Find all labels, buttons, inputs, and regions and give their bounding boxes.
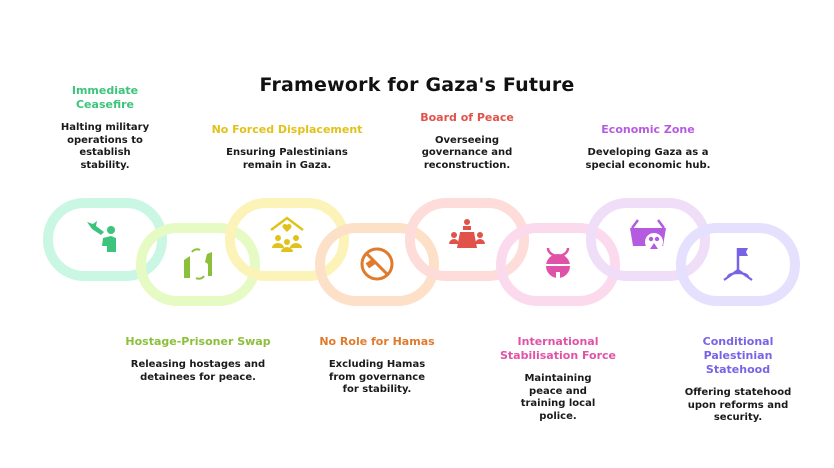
dove-hand-icon xyxy=(87,221,116,252)
chain-link xyxy=(496,223,620,306)
chain-link xyxy=(676,223,800,306)
item-title: No Forced Displacement xyxy=(211,123,363,136)
item-title: Immediate Ceasefire xyxy=(71,84,139,111)
diagram-title: Framework for Gaza's Future xyxy=(259,74,575,96)
chain-link xyxy=(315,223,439,306)
item-description: Overseeing governance and reconstruction… xyxy=(421,134,513,171)
item-title: International Stabilisation Force xyxy=(499,335,617,362)
flag-icon xyxy=(723,248,753,281)
item-title: Board of Peace xyxy=(420,110,514,124)
exchange-faces-icon xyxy=(184,248,212,280)
no-gavel-icon xyxy=(360,247,394,281)
item-description: Developing Gaza as a special economic hu… xyxy=(585,147,711,171)
chain-link xyxy=(586,198,710,281)
chain-link xyxy=(43,198,167,281)
item-title: No Role for Hamas xyxy=(319,335,435,348)
item-description: Releasing hostages and detainees for pea… xyxy=(130,359,266,383)
item-description: Excluding Hamas from governance for stab… xyxy=(328,359,426,395)
item-title: Hostage-Prisoner Swap xyxy=(125,335,271,348)
chain-link xyxy=(225,198,349,281)
item-description: Offering statehood upon reforms and secu… xyxy=(684,387,792,423)
basket-icon xyxy=(630,219,666,251)
item-description: Maintaining peace and training local pol… xyxy=(520,373,596,422)
chain-link xyxy=(136,223,260,306)
chain-link xyxy=(405,198,529,281)
item-title: Economic Zone xyxy=(601,123,695,136)
item-title: Conditional Palestinian Statehood xyxy=(702,335,774,376)
home-family-icon xyxy=(270,216,304,252)
item-description: Ensuring Palestinians remain in Gaza. xyxy=(226,147,348,171)
bell-icon xyxy=(546,247,570,278)
item-description: Halting military operations to establish… xyxy=(60,122,150,171)
board-meeting-icon xyxy=(449,219,485,248)
